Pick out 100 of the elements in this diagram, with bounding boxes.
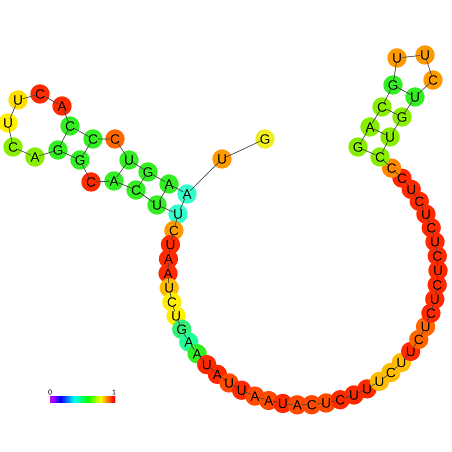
node-label: A [292, 400, 302, 410]
backbone-line [184, 333, 188, 338]
backbone-line [190, 345, 195, 351]
backbone-line [404, 181, 409, 186]
backbone-line [170, 292, 172, 298]
backbone-line [287, 404, 294, 405]
backbone-line [180, 198, 186, 210]
backbone-line [384, 89, 392, 104]
backbone-line [172, 306, 176, 312]
backbone-line [171, 234, 174, 240]
backbone-line [82, 164, 90, 178]
node-label: A [250, 391, 260, 401]
backbone-line [358, 390, 364, 394]
node-label: U [431, 236, 439, 246]
backbone-line [393, 62, 397, 80]
backbone-line [272, 401, 279, 403]
backbone-line [116, 163, 127, 178]
backbone-line [74, 128, 90, 138]
node-label: C [426, 308, 436, 318]
backbone-line [372, 110, 380, 124]
backbone-line [22, 94, 36, 100]
node-label: C [308, 400, 316, 410]
backbone-line [246, 392, 252, 395]
backbone-line [316, 403, 322, 405]
backbone-line [60, 130, 68, 146]
node-label: C [427, 222, 436, 232]
backbone-line [392, 120, 400, 134]
backbone-line [362, 148, 376, 156]
backbone-line [426, 317, 430, 323]
backbone-line [432, 303, 434, 309]
backbone-line [117, 142, 127, 156]
backbone-line [421, 205, 424, 210]
backbone-line [178, 320, 180, 326]
backbone-line [404, 354, 408, 360]
backbone-line [437, 274, 438, 281]
backbone-line [118, 182, 132, 189]
node-label: A [164, 268, 173, 278]
backbone-line [360, 130, 368, 144]
backbone-line [158, 187, 168, 202]
backbone-line [168, 248, 170, 255]
node-label: U [407, 184, 416, 194]
backbone-line [226, 140, 261, 158]
backbone-line [397, 87, 412, 96]
node-label: C [433, 251, 442, 261]
backbone-line [174, 218, 178, 226]
backbone-line [374, 128, 386, 136]
backbone-line [370, 383, 376, 387]
backbone-line [427, 218, 430, 224]
backbone-line [190, 162, 220, 192]
node-label: U [376, 376, 384, 386]
backbone-line [8, 127, 12, 143]
node-label: U [363, 384, 371, 394]
backbone-line [344, 396, 350, 399]
backbone-line [220, 376, 226, 381]
backbone-line [139, 192, 154, 203]
backbone-line [432, 232, 434, 238]
backbone-line [168, 262, 169, 270]
node-label: U [422, 322, 430, 332]
backbone-line [386, 108, 398, 116]
node-label: C [414, 334, 424, 344]
backbone-line [420, 330, 424, 336]
backbone-line [435, 246, 437, 252]
backbone-line [132, 162, 144, 170]
backbone-line [210, 367, 215, 372]
node-label: A [164, 254, 173, 264]
backbone-line [63, 110, 69, 122]
backbone-line [412, 342, 417, 348]
node-label: U [172, 311, 180, 321]
backbone-line [413, 192, 418, 198]
backbone-line [232, 384, 238, 388]
backbone-line [168, 277, 170, 284]
backbone-line [330, 400, 336, 402]
backbone-line [382, 140, 388, 154]
backbone-line [418, 82, 430, 94]
backbone-line [401, 55, 421, 58]
backbone-line [16, 148, 32, 156]
node-label: C [168, 297, 176, 307]
node-label: U [434, 266, 442, 276]
backbone-line [62, 152, 76, 158]
node-label: U [350, 390, 358, 400]
backbone-line [404, 100, 413, 114]
backbone-line [138, 176, 146, 186]
node-label: U [422, 210, 430, 219]
backbone-line [200, 356, 204, 362]
backbone-line [160, 206, 174, 213]
backbone-line [382, 375, 388, 379]
backbone-line [301, 404, 308, 406]
backbone-line [9, 104, 17, 120]
backbone-line [172, 186, 184, 192]
backbone-line [437, 260, 438, 266]
node-label: U [322, 398, 330, 408]
node-label: C [415, 196, 424, 206]
node-label: U [166, 240, 174, 250]
node-label: U [430, 294, 439, 304]
backbone-line [82, 142, 91, 156]
node-label: A [264, 396, 274, 406]
backbone-line [258, 397, 265, 400]
backbone-line [435, 289, 437, 295]
backbone-line [97, 138, 111, 140]
backbone-line [394, 171, 399, 176]
